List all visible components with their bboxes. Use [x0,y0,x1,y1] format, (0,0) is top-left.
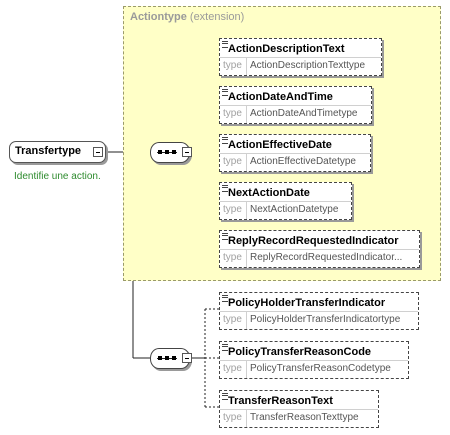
type-keyword: type [223,204,242,215]
element-type: ActionDescriptionTexttype [250,60,366,71]
element-type: PolicyHolderTransferIndicatortype [250,314,401,325]
element-type-row: type ActionDescriptionTexttype [220,57,381,75]
element-name: TransferReasonText [228,395,333,407]
type-keyword: type [223,108,242,119]
element-type-row: type TransferReasonTexttype [220,409,378,427]
element-name: PolicyHolderTransferIndicator [228,297,386,309]
element-name: NextActionDate [228,187,310,199]
element-box[interactable]: ActionEffectiveDate type ActionEffective… [219,134,371,172]
root-annotation: Identifie une action. [14,171,101,182]
element-box[interactable]: ActionDescriptionText type ActionDescrip… [219,38,382,76]
element-type-row: type ReplyRecordRequestedIndicator... [220,249,419,267]
element-icon [222,137,228,144]
collapse-icon[interactable] [182,147,192,157]
sequence-compositor[interactable] [150,348,190,369]
type-keyword: type [223,412,242,423]
element-box[interactable]: ActionDateAndTime type ActionDateAndTime… [219,86,372,124]
extension-title: Actiontype (extension) [130,11,244,23]
element-icon [222,393,228,400]
element-icon [222,344,228,351]
type-separator [246,312,247,329]
sequence-icon [157,356,177,360]
element-name: ActionEffectiveDate [228,139,332,151]
element-type-row: type ActionEffectiveDatetype [220,153,370,171]
element-type-row: type PolicyHolderTransferIndicatortype [220,311,418,329]
element-type: TransferReasonTexttype [250,412,359,423]
type-separator [246,250,247,267]
element-type: ReplyRecordRequestedIndicator... [250,252,403,263]
collapse-icon[interactable] [182,353,192,363]
element-name: PolicyTransferReasonCode [228,346,372,358]
collapse-icon[interactable] [93,147,103,157]
type-keyword: type [223,363,242,374]
type-separator [246,58,247,75]
type-separator [246,106,247,123]
type-separator [246,202,247,219]
element-type-row: type NextActionDatetype [220,201,351,219]
element-name: ActionDescriptionText [228,43,345,55]
sequence-icon [157,150,177,154]
type-keyword: type [223,314,242,325]
type-keyword: type [223,156,242,167]
element-type: ActionDateAndTimetype [250,108,358,119]
element-icon [222,185,228,192]
extension-type-name: Actiontype [130,11,187,23]
root-element[interactable] [9,141,106,163]
element-type: ActionEffectiveDatetype [250,156,356,167]
element-type: PolicyTransferReasonCodetype [250,363,391,374]
element-name: ActionDateAndTime [228,91,333,103]
element-icon [222,89,228,96]
element-icon [222,295,228,302]
element-type: NextActionDatetype [250,204,339,215]
element-box[interactable]: TransferReasonText type TransferReasonTe… [219,390,379,428]
type-separator [246,361,247,378]
type-keyword: type [223,252,242,263]
element-type-row: type ActionDateAndTimetype [220,105,371,123]
element-box[interactable]: ReplyRecordRequestedIndicator type Reply… [219,230,420,268]
element-name: ReplyRecordRequestedIndicator [228,235,399,247]
element-type-row: type PolicyTransferReasonCodetype [220,360,408,378]
type-separator [246,154,247,171]
type-keyword: type [223,60,242,71]
type-separator [246,410,247,427]
root-element-name: Transfertype [15,145,82,157]
element-icon [222,233,228,240]
element-box[interactable]: PolicyHolderTransferIndicator type Polic… [219,292,419,330]
element-icon [222,41,228,48]
element-box[interactable]: NextActionDate type NextActionDatetype [219,182,352,220]
extension-suffix: (extension) [189,11,245,23]
element-box[interactable]: PolicyTransferReasonCode type PolicyTran… [219,341,409,379]
